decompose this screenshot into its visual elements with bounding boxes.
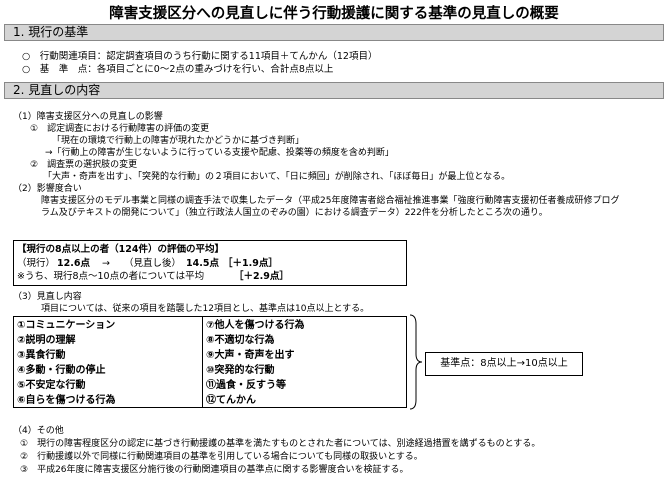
behavior-item: ⑦他人を傷つける行為 bbox=[206, 320, 305, 331]
section-2-heading: 2. 見直しの内容 bbox=[4, 82, 664, 99]
impact-desc-line-2: ラム及びテキストの開発について」（独立行政法人国立のぞみの園）における調査データ… bbox=[41, 208, 548, 218]
behavior-item: ⑤不安定な行動 bbox=[17, 380, 86, 391]
subsection-4-title: （4）その他 bbox=[13, 426, 64, 436]
evaluation-revised-value: 14.5点 bbox=[186, 258, 219, 269]
behavior-item: ①コミュニケーション bbox=[17, 320, 116, 331]
behavior-item: ⑪過食・反すう等 bbox=[206, 380, 286, 391]
other-item-2: ② 行動援護以外で同様に行動関連項目の基準を引用している場合についても同様の取扱… bbox=[20, 452, 423, 462]
page-title: 障害支援区分への見直しに伴う行動援護に関する基準の見直しの概要 bbox=[109, 6, 559, 22]
behavior-item: ⑨大声・奇声を出す bbox=[206, 350, 295, 361]
impact-point-2-desc: 「大声・奇声を出す」、「突発的な行動」の２項目において、「日に頻回」が削除され、… bbox=[43, 172, 511, 182]
other-item-1: ① 現行の障害程度区分の認定に基づき行動援護の基準を満たすものとされた者について… bbox=[20, 439, 541, 449]
table-divider bbox=[202, 317, 203, 407]
section-1-item-2: ○ 基 準 点：各項目ごとに0～2点の重みづけを行い、合計点8点以上 bbox=[22, 64, 334, 75]
other-item-3: ③ 平成26年度に障害支援区分施行後の行動関連項目の基準点に関する影響度合いを検… bbox=[20, 465, 409, 475]
behavior-item: ③異食行動 bbox=[17, 350, 66, 361]
evaluation-revised-label: （見直し後） bbox=[124, 258, 182, 269]
behavior-item: ⑫てんかん bbox=[206, 395, 256, 406]
impact-point-2: ② 調査票の選択肢の変更 bbox=[30, 160, 138, 170]
behavior-items-table: ①コミュニケーション ②説明の理解 ③異食行動 ④多動・行動の停止 ⑤不安定な行… bbox=[13, 316, 407, 408]
subsection-3-title: （3）見直し内容 bbox=[13, 292, 82, 302]
behavior-item: ④多動・行動の停止 bbox=[17, 365, 106, 376]
arrow-icon: → bbox=[102, 258, 110, 269]
subsection-1-title: （1）障害支援区分への見直しの影響 bbox=[13, 112, 163, 122]
criteria-box: 基準点：8点以上→10点以上 bbox=[425, 352, 583, 376]
evaluation-current-label: （現行） bbox=[17, 258, 56, 269]
subsection-2-title: （2）影響度合い bbox=[13, 184, 82, 194]
evaluation-current-value: 12.6点 bbox=[57, 258, 90, 269]
section-1-item-1: ○ 行動関連項目：認定調査項目のうち行動に関する11項目＋てんかん（12項目） bbox=[22, 51, 378, 62]
brace-icon bbox=[409, 314, 423, 410]
evaluation-diff: ［＋1.9点］ bbox=[223, 258, 278, 269]
evaluation-average-box: 【現行の8点以上の者（124件）の評価の平均】 （現行） 12.6点 → （見直… bbox=[13, 240, 407, 286]
section-1-heading: 1. 現行の基準 bbox=[4, 24, 664, 41]
revision-desc: 項目については、従来の項目を踏襲した12項目とし、基準点は10点以上とする。 bbox=[41, 304, 370, 314]
evaluation-subset-diff: ［＋2.9点］ bbox=[234, 271, 289, 282]
behavior-item: ⑩突発的な行動 bbox=[206, 365, 275, 376]
behavior-item: ⑧不適切な行為 bbox=[206, 335, 275, 346]
evaluation-subset-note: ※うち、現行8点～10点の者については平均 bbox=[17, 271, 205, 282]
impact-point-1-after: →「行動上の障害が生じないように行っている支援や配慮、投薬等の頻度を含め判断」 bbox=[45, 148, 394, 158]
impact-desc-line-1: 障害支援区分のモデル事業と同様の調査手法で収集したデータ（平成25年度障害者総合… bbox=[41, 196, 620, 206]
impact-point-1-before: 「現在の環境で行動上の障害が現れたかどうかに基づき判断」 bbox=[52, 136, 305, 146]
evaluation-box-title: 【現行の8点以上の者（124件）の評価の平均】 bbox=[17, 244, 224, 255]
behavior-item: ⑥自らを傷つける行為 bbox=[17, 395, 116, 406]
impact-point-1: ① 認定調査における行動障害の評価の変更 bbox=[30, 124, 210, 134]
behavior-item: ②説明の理解 bbox=[17, 335, 76, 346]
